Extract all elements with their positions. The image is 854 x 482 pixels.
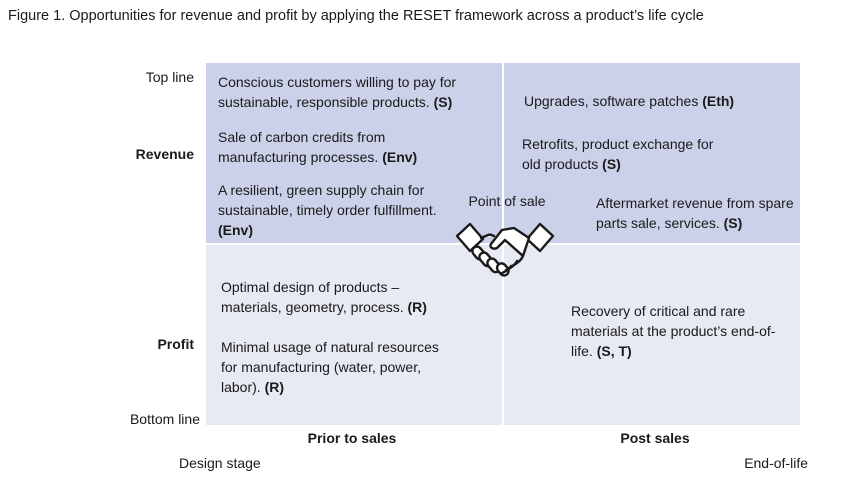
item-tag: (Env) [382,149,418,165]
quadrant-profit-post-sales [504,245,800,425]
item-tag: (R) [407,299,427,315]
y-axis-profit-label: Profit [157,336,194,352]
item-text: Recovery of critical and rare materials … [571,303,776,359]
list-item: Minimal usage of natural resources for m… [221,337,441,397]
item-tag: (S) [602,156,621,172]
item-tag: (Env) [218,222,253,238]
list-item: Sale of carbon credits from manufacturin… [218,127,468,167]
list-item: Upgrades, software patches (Eth) [524,91,794,111]
quadrant-profit-prior-to-sales [206,245,502,425]
x-axis-start-label: Design stage [179,455,261,471]
list-item: Conscious customers willing to pay for s… [218,72,498,112]
list-item: Recovery of critical and rare materials … [571,301,787,361]
list-item: Aftermarket revenue from spare parts sal… [596,193,796,233]
x-axis-end-label: End-of-life [744,455,808,471]
item-text: A resilient, green supply chain for sust… [218,182,437,218]
x-axis-prior-label: Prior to sales [307,430,397,446]
item-text: Retrofits, product exchange for old prod… [522,136,714,172]
y-axis-top-label: Top line [145,69,194,85]
figure-caption: Figure 1. Opportunities for revenue and … [8,8,704,24]
item-text: Optimal design of products – materials, … [221,279,404,315]
x-axis-post-label: Post sales [620,430,690,446]
item-tag: (S, T) [596,343,632,359]
y-axis-bottom-label: Bottom line [129,411,200,427]
item-text: Sale of carbon credits from manufacturin… [218,129,386,165]
item-tag: (Eth) [702,93,735,109]
list-item: A resilient, green supply chain for sust… [218,180,438,240]
item-text: Upgrades, software patches [524,93,699,109]
item-text: Conscious customers willing to pay for s… [218,74,457,110]
item-text: Aftermarket revenue from spare parts sal… [596,195,794,231]
item-tag: (S) [433,94,453,110]
y-axis-revenue-label: Revenue [135,146,194,162]
item-tag: (S) [723,215,743,231]
list-item: Optimal design of products – materials, … [221,277,457,317]
handshake-icon [455,222,555,277]
quadrant-revenue-post-sales [504,63,800,243]
point-of-sale-label: Point of sale [468,193,546,209]
item-tag: (R) [264,379,285,395]
list-item: Retrofits, product exchange for old prod… [522,134,722,174]
item-text: Minimal usage of natural resources for m… [221,339,439,395]
quadrant-revenue-prior-to-sales [206,63,502,243]
